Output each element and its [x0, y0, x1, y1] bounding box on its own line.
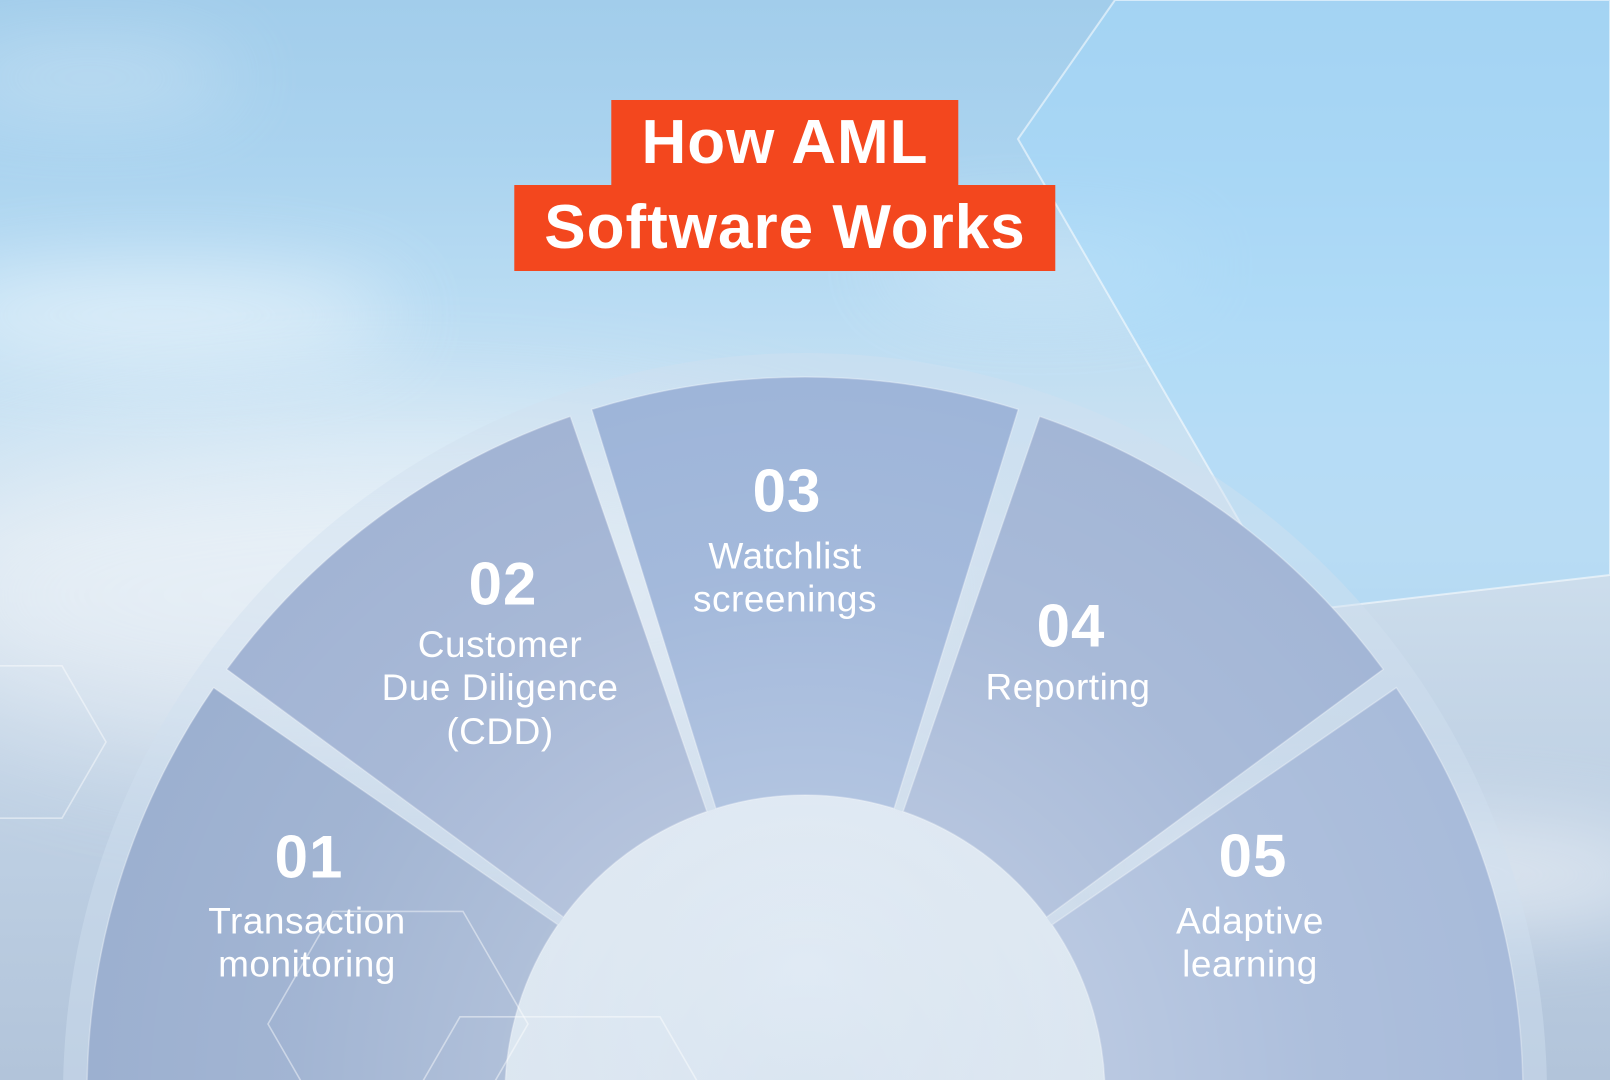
- segment-3-label: Watchlist screenings: [693, 535, 877, 620]
- segment-2-number: 02: [468, 550, 538, 618]
- page-title: How AML Software Works: [514, 100, 1056, 271]
- segment-4-label: Reporting: [985, 666, 1151, 708]
- segment-5-number: 05: [1218, 822, 1288, 890]
- segment-1-label: Transaction monitoring: [208, 900, 406, 985]
- segment-4-number: 04: [1036, 592, 1106, 660]
- segment-5-label: Adaptive learning: [1176, 900, 1324, 985]
- segment-2-label: Customer Due Diligence (CDD): [381, 624, 619, 752]
- segment-1-number: 01: [274, 823, 344, 891]
- segment-3-number: 03: [752, 457, 822, 525]
- title-line-1: How AML: [611, 100, 959, 186]
- fan-glow-overlay: [87, 377, 1523, 1080]
- title-line-2: Software Works: [514, 185, 1056, 271]
- hexagon-outline-decor: [0, 664, 698, 1080]
